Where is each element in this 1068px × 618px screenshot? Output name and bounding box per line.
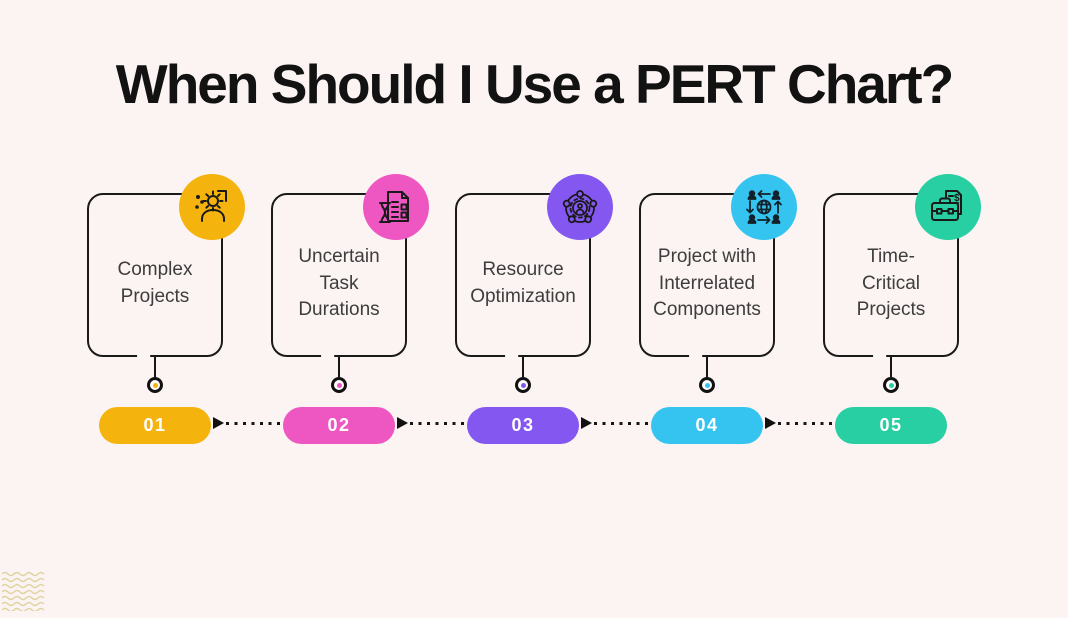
card-notch — [320, 351, 335, 359]
node-dot — [520, 382, 526, 388]
step-number: 01 — [143, 415, 167, 435]
step-number-pill: 03 — [467, 407, 579, 444]
connector-node — [883, 377, 899, 393]
briefcase-finance-icon: $ — [931, 190, 962, 221]
arrow-right-icon — [581, 417, 592, 429]
step-card: Uncertain Task Durations — [271, 193, 407, 359]
step-label: Project with Interrelated Components — [653, 245, 761, 321]
arrow-right-icon — [765, 417, 776, 429]
step-number-pill: 01 — [99, 407, 211, 444]
pill-connector-1-2 — [213, 415, 281, 431]
step-number: 04 — [695, 415, 719, 435]
node-dot — [152, 382, 158, 388]
card-notch — [504, 351, 519, 359]
card-notch — [136, 351, 151, 359]
step-column-3: Resource Optimization 03 — [431, 174, 615, 444]
wave-pattern-decoration — [1, 571, 46, 616]
document-hourglass-icon — [379, 191, 409, 223]
connector-node — [331, 377, 347, 393]
step-column-4: Project with Interrelated Components 04 — [615, 174, 799, 444]
step-label: Uncertain Task Durations — [298, 245, 380, 321]
time-critical-icon-circle: $ — [915, 174, 981, 240]
step-card: Project with Interrelated Components — [639, 193, 775, 359]
globe-people-icon — [746, 190, 782, 224]
page-title: When Should I Use a PERT Chart? — [115, 53, 954, 115]
step-number: 03 — [511, 415, 535, 435]
dotted-line — [594, 421, 649, 425]
pill-connector-2-3 — [397, 415, 465, 431]
dotted-line — [778, 421, 833, 425]
connector-stem — [338, 357, 340, 377]
step-label: Complex Projects — [117, 259, 193, 307]
dotted-line — [410, 421, 465, 425]
step-number-pill: 04 — [651, 407, 763, 444]
connector-stem — [154, 357, 156, 377]
resource-optimization-icon-circle — [547, 174, 613, 240]
gear-network-icon — [562, 190, 598, 224]
complex-projects-icon-circle — [179, 174, 245, 240]
connector-stem — [706, 357, 708, 377]
step-column-5: $ Time- Critical Projects 05 — [799, 174, 983, 444]
step-card: Complex Projects — [87, 193, 223, 359]
steps-row: Complex Projects 01 — [63, 174, 983, 444]
connector-stem — [522, 357, 524, 377]
svg-text:$: $ — [954, 193, 960, 204]
step-card: Resource Optimization — [455, 193, 591, 359]
arrow-right-icon — [213, 417, 224, 429]
interrelated-components-icon-circle — [731, 174, 797, 240]
step-number: 02 — [327, 415, 351, 435]
step-number-pill: 05 — [835, 407, 947, 444]
step-number-pill: 02 — [283, 407, 395, 444]
arrow-right-icon — [397, 417, 408, 429]
dotted-line — [226, 421, 281, 425]
step-number: 05 — [879, 415, 903, 435]
step-card: Time- Critical Projects — [823, 193, 959, 359]
connector-node — [699, 377, 715, 393]
pill-connector-3-4 — [581, 415, 649, 431]
person-gear-icon — [195, 190, 227, 222]
connector-node — [147, 377, 163, 393]
step-column-1: Complex Projects 01 — [63, 174, 247, 444]
node-dot — [704, 382, 710, 388]
connector-stem — [890, 357, 892, 377]
step-label: Time- Critical Projects — [856, 245, 926, 321]
node-dot — [888, 382, 894, 388]
connector-node — [515, 377, 531, 393]
card-notch — [872, 351, 887, 359]
pill-connector-4-5 — [765, 415, 833, 431]
node-dot — [336, 382, 342, 388]
step-column-2: Uncertain Task Durations 02 — [247, 174, 431, 444]
card-notch — [688, 351, 703, 359]
step-label: Resource Optimization — [470, 259, 576, 307]
uncertain-durations-icon-circle — [363, 174, 429, 240]
